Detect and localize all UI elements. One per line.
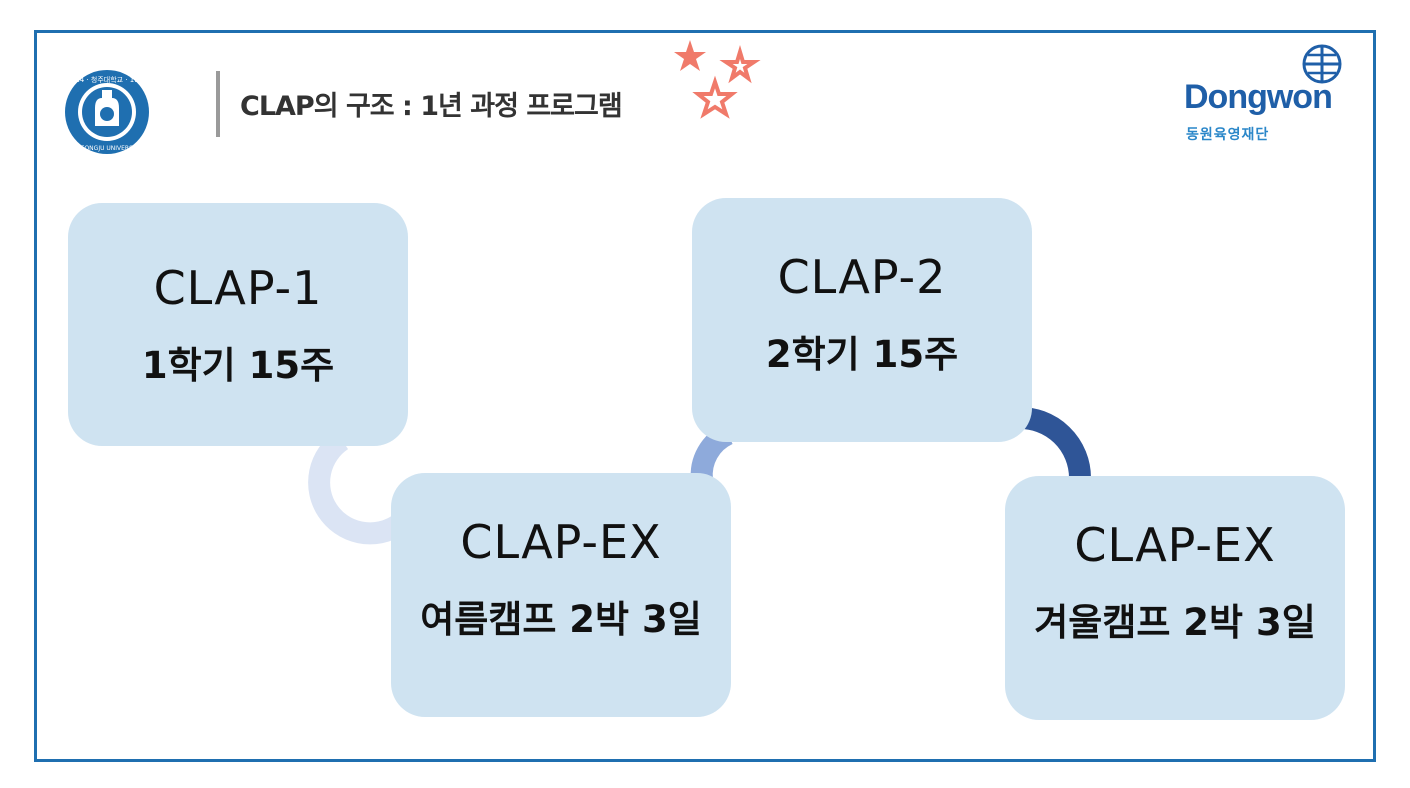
step-detail: 2학기 15주: [765, 333, 959, 376]
step-name: CLAP-EX: [460, 515, 662, 569]
svg-text:CHEONGJU UNIVERSITY: CHEONGJU UNIVERSITY: [72, 145, 142, 152]
step-box-clap-ex-summer: CLAP-EX 여름캠프 2박 3일: [391, 473, 731, 717]
brand-logo: Dongwon 동원육영재단: [1172, 44, 1342, 148]
brand-name: Dongwon: [1184, 78, 1333, 116]
step-name: CLAP-1: [153, 261, 323, 315]
step-detail: 1학기 15주: [141, 344, 335, 387]
stars-icon: [674, 40, 761, 119]
brand-subtitle: 동원육영재단: [1186, 127, 1270, 143]
step-box-clap-1: CLAP-1 1학기 15주: [68, 203, 408, 446]
slide-frame: [34, 30, 1376, 762]
svg-text:1924 · 청주대학교 · 1947: 1924 · 청주대학교 · 1947: [66, 75, 147, 84]
connector-1: [308, 430, 405, 545]
step-name: CLAP-2: [777, 250, 947, 304]
page-title: CLAP의 구조 : 1년 과정 프로그램: [240, 91, 623, 122]
header-divider: [216, 71, 220, 137]
step-detail: 겨울캠프 2박 3일: [1034, 601, 1316, 644]
step-box-clap-ex-winter: CLAP-EX 겨울캠프 2박 3일: [1005, 476, 1345, 720]
step-box-clap-2: CLAP-2 2학기 15주: [692, 198, 1032, 442]
university-seal-icon: 1924 · 청주대학교 · 1947 CHEONGJU UNIVERSITY: [65, 70, 149, 154]
step-name: CLAP-EX: [1074, 518, 1276, 572]
globe-icon: [1302, 44, 1342, 84]
connector-3: [1017, 406, 1091, 479]
step-detail: 여름캠프 2박 3일: [420, 598, 702, 641]
